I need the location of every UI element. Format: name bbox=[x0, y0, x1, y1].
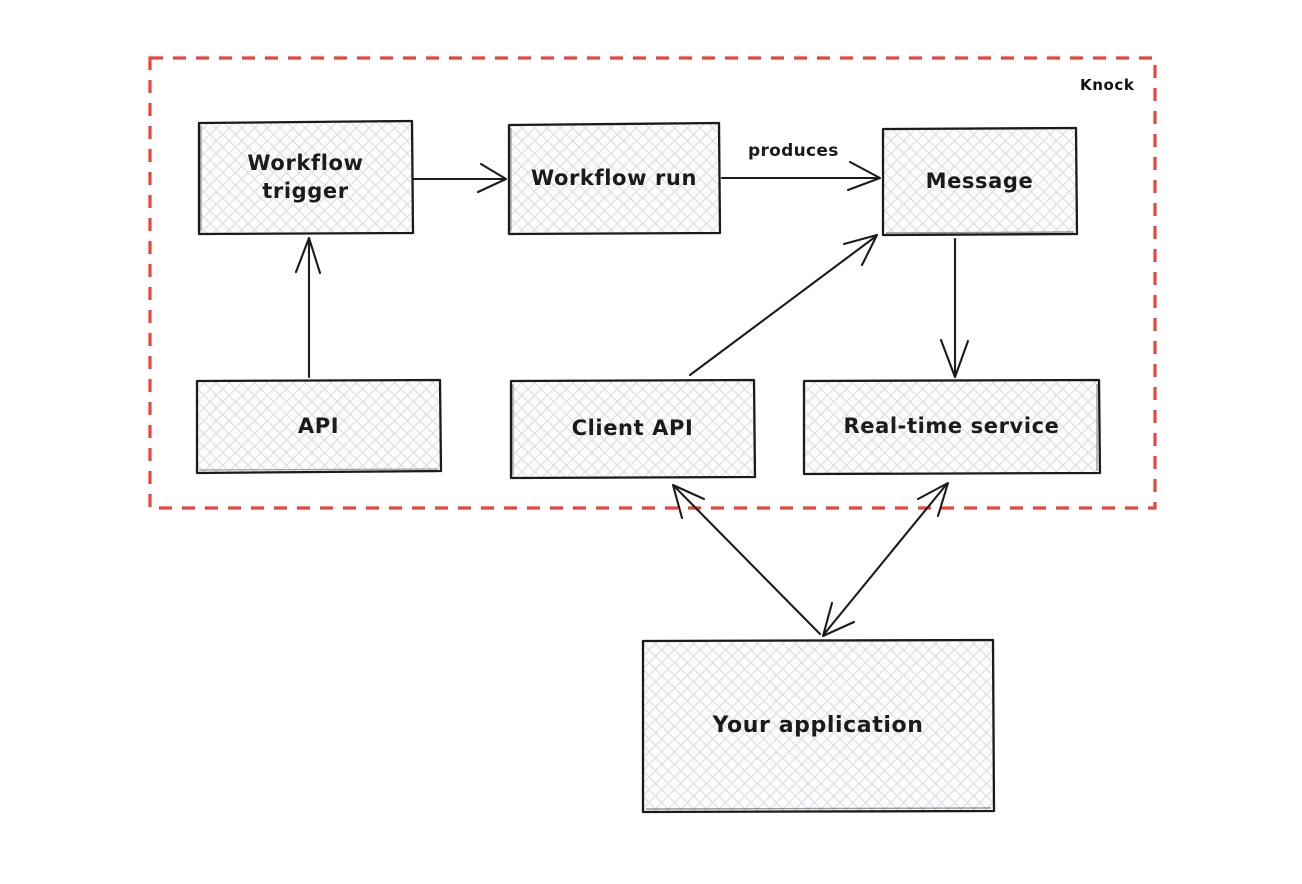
node-shape-message[interactable] bbox=[881, 126, 1079, 237]
node-shape-workflow-trigger[interactable] bbox=[197, 119, 415, 236]
edge-workflow-trigger-to-workflow-run bbox=[412, 162, 508, 194]
node-client-api[interactable] bbox=[510, 380, 755, 478]
node-shape-your-application[interactable] bbox=[641, 638, 996, 814]
boundary-label-knock: Knock bbox=[1080, 76, 1135, 94]
node-shape-workflow-run[interactable] bbox=[507, 121, 722, 236]
node-api[interactable] bbox=[196, 380, 441, 473]
node-workflow-run[interactable] bbox=[508, 124, 720, 234]
edge-your-application-to-client-api bbox=[671, 483, 822, 636]
edge-api-to-workflow-trigger bbox=[294, 236, 322, 379]
edge-client-api-to-message bbox=[688, 233, 879, 377]
edge-real-time-service-to-your-application bbox=[821, 481, 950, 638]
node-real-time-service[interactable] bbox=[803, 380, 1100, 474]
edge-workflow-run-to-message bbox=[720, 160, 882, 192]
node-workflow-trigger[interactable] bbox=[198, 122, 413, 234]
node-message[interactable] bbox=[882, 128, 1077, 235]
node-shape-real-time-service[interactable] bbox=[802, 378, 1102, 476]
knock-boundary-region bbox=[148, 56, 1157, 510]
node-shape-api[interactable] bbox=[195, 378, 443, 475]
node-your-application[interactable] bbox=[642, 640, 994, 812]
edge-message-to-real-time-service bbox=[939, 237, 970, 379]
node-shape-client-api[interactable] bbox=[509, 378, 757, 480]
edge-label-produces: produces bbox=[748, 141, 839, 161]
